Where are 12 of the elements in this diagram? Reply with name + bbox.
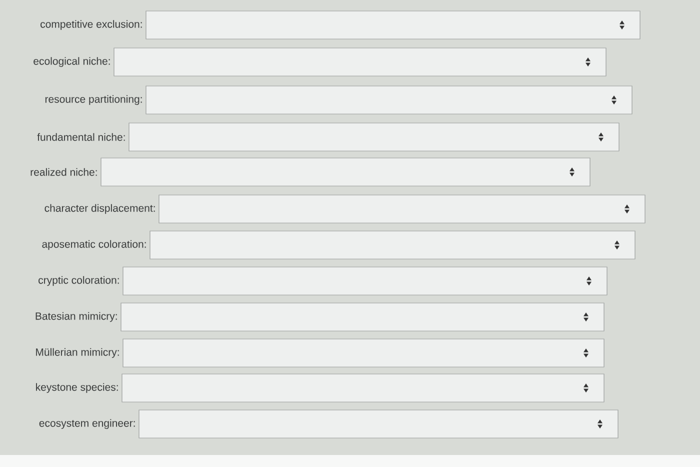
field-label: Müllerian mimicry: [36, 348, 119, 358]
field-label: realized niche: [30, 168, 97, 176]
field-label: keystone species: [36, 383, 118, 393]
field-label: ecosystem engineer: [39, 419, 135, 429]
field-label: ecological niche: [34, 57, 110, 67]
field-label: cryptic coloration: [38, 276, 119, 286]
field-label: Batesian mimicry: [36, 312, 117, 322]
field-label: aposematic coloration: [42, 240, 146, 250]
field-label: character displacement: [44, 204, 155, 214]
field-label: competitive exclusion: [40, 20, 142, 30]
field-label: fundamental niche: [37, 133, 125, 141]
field-label: resource partitioning: [45, 95, 142, 105]
